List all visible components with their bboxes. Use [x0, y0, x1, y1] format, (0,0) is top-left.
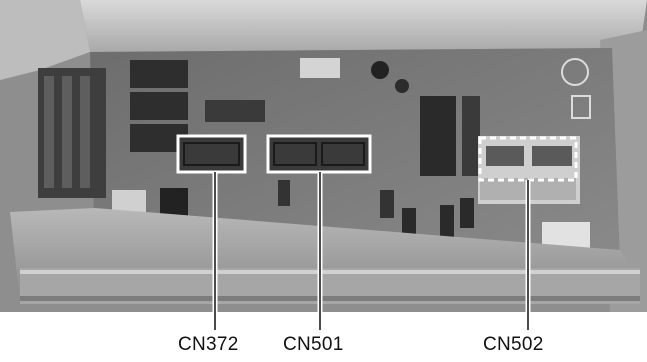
label-cn372: CN372: [178, 334, 239, 355]
label-cn501: CN501: [283, 334, 344, 355]
relay-block: [130, 60, 188, 152]
cn501-box: [266, 134, 372, 174]
heat-sink: [38, 68, 106, 198]
callout-lines: [212, 172, 531, 330]
cn372-box: [176, 134, 247, 174]
top-metal-cover: [80, 0, 647, 52]
label-cn502: CN502: [483, 334, 544, 355]
connector-highlights: [176, 134, 578, 182]
